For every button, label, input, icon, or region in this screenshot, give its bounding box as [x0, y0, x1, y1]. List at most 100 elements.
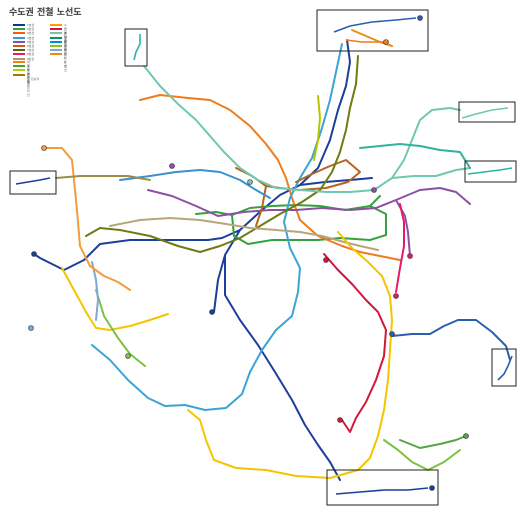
- legend-label: 2호선: [27, 27, 35, 32]
- legend-swatch: [13, 24, 25, 26]
- line-6: [235, 159, 361, 227]
- incheon-1: [91, 261, 99, 321]
- station-dot: [337, 417, 343, 423]
- legend-label: 김포골드라인: [27, 72, 30, 97]
- legend-label: 경의중앙선: [64, 31, 67, 52]
- legend-swatch: [13, 36, 25, 39]
- line-7: [85, 55, 359, 253]
- inset-left-line: [15, 177, 51, 185]
- inset-right-upper-line: [461, 107, 509, 119]
- legend-swatch: [50, 28, 62, 31]
- legend-swatch: [50, 36, 62, 39]
- airport: [119, 169, 271, 199]
- inset-bottom: [326, 469, 439, 506]
- gyeonggang: [391, 319, 511, 361]
- legend-item: 4호선: [13, 36, 83, 40]
- legend-item: 6호선: [13, 44, 83, 48]
- legend-item: 1호선: [13, 23, 83, 27]
- gyeongui-jungang: [143, 65, 471, 193]
- gimpo-gold: [55, 175, 151, 181]
- gyeongchun: [359, 143, 471, 169]
- legend-item: 5호선: [13, 40, 83, 44]
- legend-item: 2호선: [13, 27, 83, 31]
- inset-top-left: [124, 28, 148, 67]
- legend-label: 우이신설선: [27, 68, 30, 89]
- inset-right-lower: [491, 348, 517, 387]
- legend-label: 인천1호선: [64, 48, 67, 69]
- station-dot: [383, 39, 389, 45]
- sinbundang: [323, 253, 387, 433]
- legend-swatch: [13, 65, 25, 68]
- legend-swatch: [13, 44, 25, 47]
- station-dot: [169, 163, 175, 169]
- legend-label: 수인분당선: [64, 23, 67, 43]
- legend-label: 신분당선: [64, 27, 67, 44]
- station-dot: [41, 145, 47, 151]
- legend-label: 4호선: [27, 35, 35, 40]
- inset-right-mid-line: [467, 167, 513, 175]
- station-dot: [429, 485, 435, 491]
- legend-label: 서해선: [64, 43, 67, 56]
- legend-swatch: [13, 53, 25, 56]
- legend-item: 8호선: [13, 52, 83, 56]
- station-dot: [31, 251, 37, 257]
- legend-label: 9호선: [27, 56, 35, 61]
- suin-bundang: [61, 231, 393, 479]
- legend-swatch: [13, 57, 25, 60]
- legend-swatch: [13, 49, 25, 52]
- ui-sinseol: [313, 95, 321, 161]
- line-8: [395, 203, 405, 293]
- legend-label: 용인경전철: [27, 64, 30, 85]
- legend-item: 9호선: [13, 57, 83, 61]
- inset-right-upper: [458, 101, 516, 123]
- legend-item: 3호선: [13, 31, 83, 35]
- legend-swatch: [50, 53, 62, 56]
- legend-label: 1호선: [27, 23, 35, 27]
- station-dot: [209, 309, 215, 315]
- legend-swatch: [50, 24, 62, 26]
- legend-label: 의정부경전철: [27, 60, 30, 84]
- legend-swatch: [50, 40, 62, 43]
- legend-label: 6호선: [27, 43, 35, 48]
- legend-swatch: [50, 44, 62, 47]
- legend-note: 환승역: [31, 77, 40, 81]
- legend-label: 5호선: [27, 39, 35, 44]
- legend-swatch: [50, 32, 62, 35]
- station-dot: [389, 331, 395, 337]
- legend-swatch: [13, 40, 25, 43]
- station-dot: [371, 187, 377, 193]
- line-3: [139, 94, 401, 261]
- inset-right-lower-line: [497, 355, 513, 381]
- legend-label: 공항철도: [64, 39, 67, 56]
- everline: [399, 435, 467, 449]
- legend-swatch: [13, 32, 25, 35]
- station-dot: [323, 257, 329, 263]
- inset-right-mid: [464, 160, 517, 183]
- inset-top-center: [316, 9, 429, 52]
- inset-left: [9, 170, 57, 195]
- legend-label: 경춘선: [64, 35, 67, 48]
- station-dot: [125, 353, 131, 359]
- legend-swatch: [13, 73, 25, 76]
- station-dot: [463, 433, 469, 439]
- legend-label: 8호선: [27, 52, 35, 57]
- legend-label: 7호선: [27, 48, 35, 53]
- station-dot: [417, 15, 423, 21]
- incheon-2: [43, 147, 131, 291]
- seohae: [95, 289, 461, 471]
- legend-swatch: [13, 61, 25, 63]
- inset-top-center-line-2: [345, 39, 384, 43]
- legend-swatch: [13, 69, 25, 72]
- legend-label: 3호선: [27, 31, 35, 36]
- station-dot: [407, 253, 413, 259]
- legend-swatch: [13, 28, 25, 31]
- legend-swatch: [50, 49, 62, 52]
- inset-top-center-line: [333, 17, 417, 33]
- line-4: [91, 43, 343, 411]
- legend-label: 인천2호선: [64, 52, 67, 73]
- line-1: [33, 39, 373, 481]
- station-dot: [393, 293, 399, 299]
